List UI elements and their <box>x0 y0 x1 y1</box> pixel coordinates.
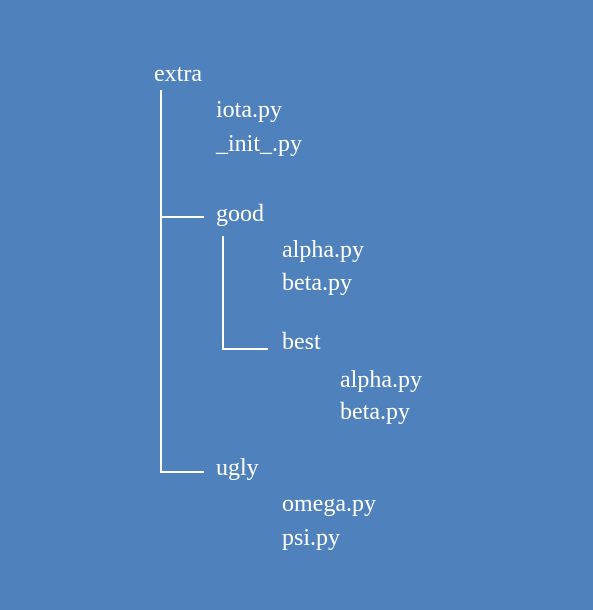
folder-good: good <box>216 201 264 227</box>
folder-best: best <box>282 329 321 355</box>
good-branch-connector <box>160 216 204 218</box>
file-psi-py: psi.py <box>282 525 341 551</box>
good-vertical-connector <box>222 236 224 350</box>
folder-extra: extra <box>154 61 202 87</box>
extra-vertical-connector <box>160 90 162 473</box>
file-iota-py: iota.py <box>216 97 282 123</box>
file-best-alpha-py: alpha.py <box>340 367 422 393</box>
file-good-alpha-py: alpha.py <box>282 237 364 263</box>
file-good-beta-py: beta.py <box>282 270 352 296</box>
file-best-beta-py: beta.py <box>340 399 410 425</box>
file-init-py: _init_.py <box>216 131 303 157</box>
ugly-branch-connector <box>160 471 204 473</box>
folder-ugly: ugly <box>216 455 259 481</box>
best-branch-connector <box>222 348 268 350</box>
file-omega-py: omega.py <box>282 491 376 517</box>
